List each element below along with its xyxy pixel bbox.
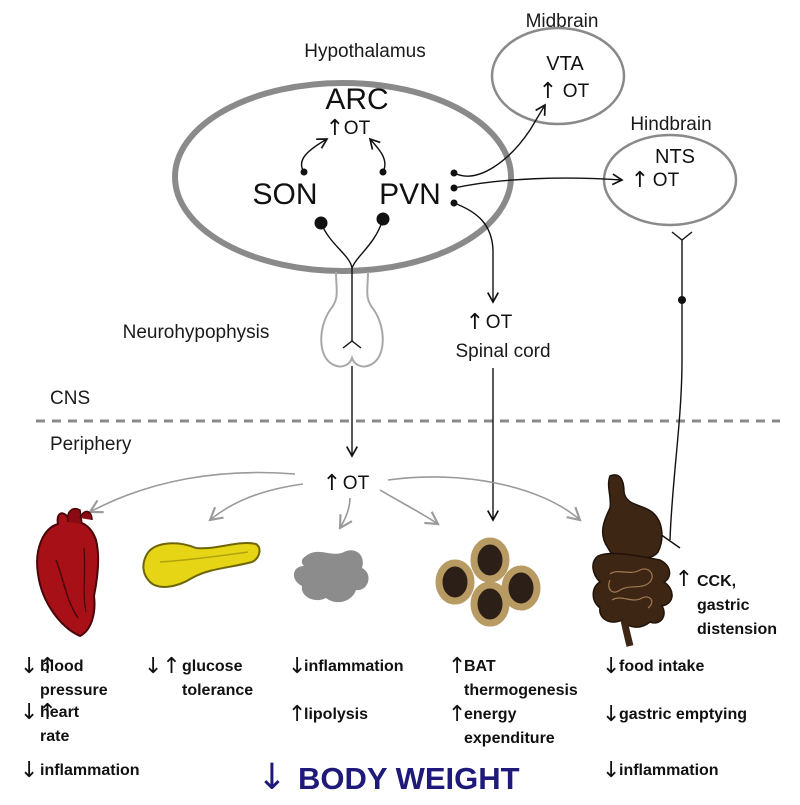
adipose-effect-arrow: ↑ bbox=[288, 702, 306, 727]
son-label: SON bbox=[252, 178, 317, 211]
peripheral-effects: ↓↑bloodpressure↓↑heartrate↓inflammation↓… bbox=[20, 654, 747, 783]
pancreas-effect-arrow: ↓↑ bbox=[144, 654, 181, 679]
pvn-to-arc-arrow bbox=[368, 137, 386, 173]
heart-effect-text: blood bbox=[40, 658, 84, 675]
adipose-tissue-icon bbox=[293, 550, 369, 603]
neurohypophysis-shape bbox=[320, 271, 384, 368]
gut-effect-text: inflammation bbox=[619, 762, 719, 779]
arc-label: ARC bbox=[325, 83, 388, 116]
nts-ot-arrow: ↑ bbox=[631, 168, 649, 193]
vagal-afferent-line bbox=[669, 240, 683, 541]
neurohypophysis-label: Neurohypophysis bbox=[123, 322, 270, 343]
vagal-terminal-top bbox=[671, 231, 693, 241]
heart-icon bbox=[36, 508, 100, 638]
bat-effect-text: BAT bbox=[464, 658, 496, 675]
spinal-ot-label: OT bbox=[486, 312, 513, 333]
vta-ot-arrow: ↑ bbox=[539, 79, 557, 104]
gut-effect-arrow: ↓ bbox=[602, 702, 620, 727]
ot-to-pancreas-arrow bbox=[208, 483, 304, 522]
arc-ot-arrow: ↑ bbox=[326, 116, 344, 141]
heart-effect-text: inflammation bbox=[40, 762, 140, 779]
heart-effect-text: rate bbox=[40, 728, 69, 745]
son-to-arc-dot bbox=[300, 168, 308, 176]
heart-effect-arrow: ↓ bbox=[20, 758, 38, 783]
axon-terminal bbox=[342, 340, 362, 349]
pvn-to-spinal-arrow bbox=[453, 202, 499, 304]
pvn-label: PVN bbox=[379, 178, 441, 211]
hindbrain-ellipse bbox=[602, 133, 738, 227]
pvn-to-vta-arrow bbox=[453, 103, 546, 177]
cck-arrow: ↑ bbox=[675, 567, 693, 592]
bat-effect-arrow: ↑ bbox=[448, 654, 466, 679]
heart-effect-text: pressure bbox=[40, 682, 108, 699]
gut-effect-text: gastric emptying bbox=[619, 706, 747, 723]
heart-effect-arrow: ↓↑ bbox=[20, 700, 57, 725]
adipose-effect-text: lipolysis bbox=[304, 706, 368, 723]
pvn-to-nts-arrow bbox=[453, 173, 624, 189]
arc-ot-label: OT bbox=[344, 118, 371, 139]
midbrain-label: Midbrain bbox=[526, 11, 599, 32]
ot-to-heart-arrow bbox=[88, 471, 296, 514]
ot-to-gut-arrow bbox=[387, 476, 582, 522]
heart-effect-arrow: ↓↑ bbox=[20, 654, 57, 679]
hypothalamus-label: Hypothalamus bbox=[304, 41, 425, 62]
pvn-to-arc-dot bbox=[379, 168, 387, 176]
ot-to-adipose-arrow bbox=[338, 497, 353, 530]
adipose-effect-text: inflammation bbox=[304, 658, 404, 675]
heart-effect-text: heart bbox=[40, 704, 80, 721]
bat-effect-arrow: ↑ bbox=[448, 702, 466, 727]
nts-label: NTS bbox=[655, 146, 695, 168]
pancreas-icon bbox=[142, 542, 261, 588]
bat-effect-text: thermogenesis bbox=[464, 682, 578, 699]
vagal-terminal-bottom bbox=[659, 533, 681, 549]
vta-ot-label: OT bbox=[563, 81, 590, 102]
pvn-axon bbox=[351, 218, 384, 269]
stomach-intestine-icon bbox=[592, 474, 673, 647]
midbrain-ellipse bbox=[490, 26, 626, 126]
ot-to-bat-arrow bbox=[379, 489, 440, 526]
cns-label: CNS bbox=[50, 388, 90, 409]
bat-effect-text: expenditure bbox=[464, 730, 555, 747]
gut-effect-arrow: ↓ bbox=[602, 758, 620, 783]
adipose-effect-arrow: ↓ bbox=[288, 654, 306, 679]
body-weight-arrow: ↓ bbox=[257, 757, 287, 798]
body-weight-label: BODY WEIGHT bbox=[298, 761, 520, 796]
nts-ot-label: OT bbox=[653, 170, 680, 191]
son-to-arc-arrow bbox=[300, 138, 329, 173]
peripheral-ot-label: OT bbox=[343, 473, 370, 494]
pancreas-effect-text: tolerance bbox=[182, 682, 253, 699]
periphery-label: Periphery bbox=[50, 434, 132, 455]
peripheral-ot-arrow: ↑ bbox=[323, 471, 341, 496]
hindbrain-label: Hindbrain bbox=[630, 114, 711, 135]
vta-label: VTA bbox=[546, 53, 584, 75]
distension-label: distension bbox=[697, 621, 777, 638]
pancreas-effect-text: glucose bbox=[182, 658, 243, 675]
bat-cells-icon bbox=[435, 537, 541, 627]
bat-effect-text: energy bbox=[464, 706, 517, 723]
hypothalamus-ellipse bbox=[172, 80, 514, 274]
vagal-neuron-dot bbox=[678, 296, 686, 304]
cck-label: CCK, bbox=[697, 573, 736, 590]
spinal-cord-label: Spinal cord bbox=[455, 341, 550, 362]
gastric-label: gastric bbox=[697, 597, 750, 614]
gut-effect-text: food intake bbox=[619, 658, 704, 675]
spinal-ot-arrow: ↑ bbox=[466, 310, 484, 335]
gut-effect-arrow: ↓ bbox=[602, 654, 620, 679]
